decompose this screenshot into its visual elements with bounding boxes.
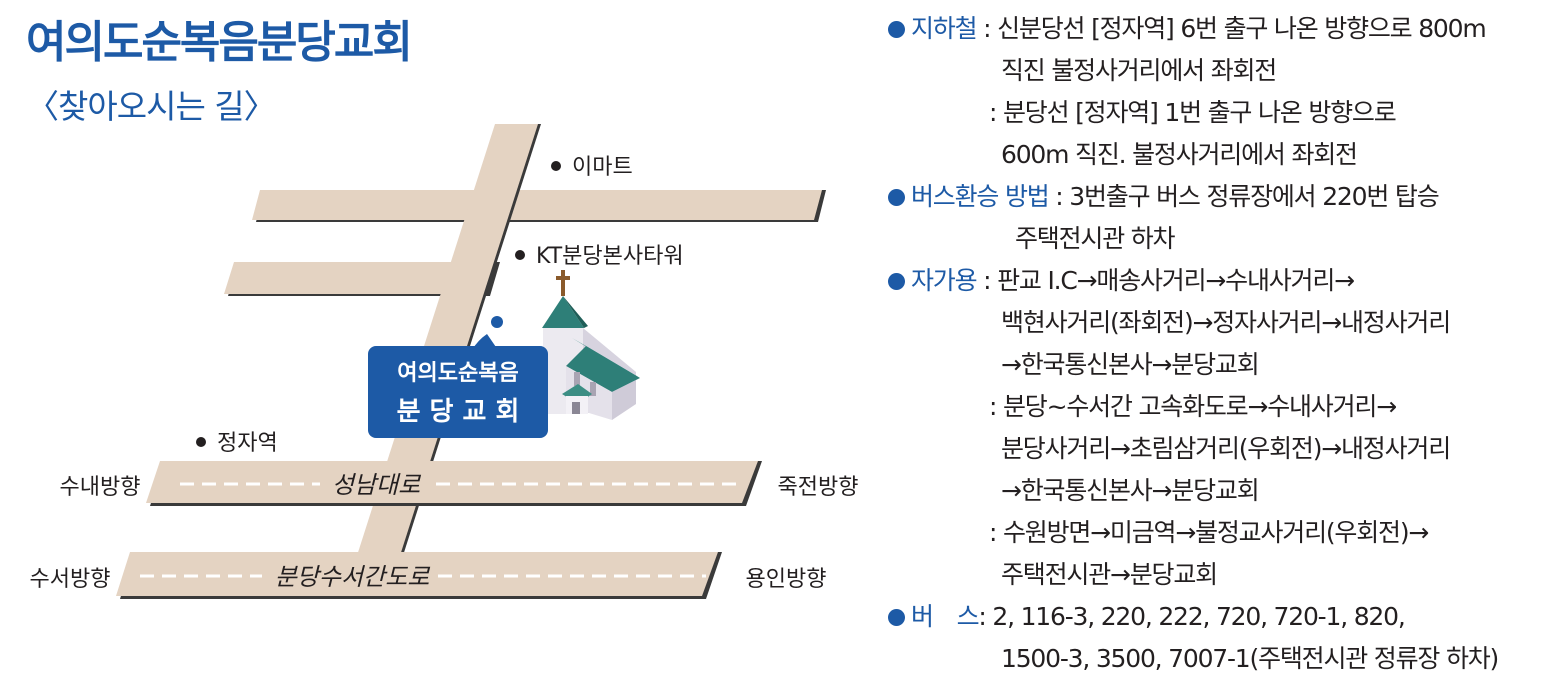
direction-line: 직진 불정사거리에서 좌회전 bbox=[888, 50, 1538, 92]
direction-line: 백현사거리(좌회전)→정자사거리→내정사거리 bbox=[888, 302, 1538, 344]
bullet-icon bbox=[888, 609, 905, 626]
direction-separator: : bbox=[978, 602, 993, 631]
emart-label: 이마트 bbox=[572, 155, 633, 180]
dir-sunae: 수내방향 bbox=[60, 475, 141, 500]
direction-line: 버스환승 방법 : 3번출구 버스 정류장에서 220번 탑승 bbox=[888, 176, 1538, 218]
direction-line: 1500-3, 3500, 7007-1(주택전시관 정류장 하차) bbox=[888, 638, 1538, 680]
direction-line: 지하철 : 신분당선 [정자역] 6번 출구 나온 방향으로 800m bbox=[888, 8, 1538, 50]
direction-line: 분당사거리→초림삼거리(우회전)→내정사거리 bbox=[888, 428, 1538, 470]
direction-line: 자가용 : 판교 I.C→매송사거리→수내사거리→ bbox=[888, 260, 1538, 302]
directions-panel: 지하철 : 신분당선 [정자역] 6번 출구 나온 방향으로 800m 직진 불정… bbox=[888, 8, 1538, 680]
bundang-suseo-road-label: 분당수서간도로 bbox=[275, 563, 430, 591]
direction-line: : 분당~수서간 고속화도로→수내사거리→ bbox=[888, 386, 1538, 428]
jeongja-marker bbox=[196, 437, 206, 447]
bullet-icon bbox=[888, 21, 905, 38]
direction-heading: 자가용 bbox=[911, 266, 978, 295]
jeongja-label: 정자역 bbox=[217, 431, 278, 456]
direction-text: 직진 불정사거리에서 좌회전 bbox=[1001, 56, 1277, 85]
direction-text: 주택전시관→분당교회 bbox=[1001, 560, 1218, 589]
direction-text: 2, 116-3, 220, 222, 720, 720-1, 820, bbox=[992, 602, 1405, 631]
direction-text: 백현사거리(좌회전)→정자사거리→내정사거리 bbox=[1001, 308, 1451, 337]
direction-line: →한국통신본사→분당교회 bbox=[888, 344, 1538, 386]
direction-text: 1500-3, 3500, 7007-1(주택전시관 정류장 하차) bbox=[1001, 644, 1499, 673]
direction-text: : 수원방면→미금역→불정교사거리(우회전)→ bbox=[989, 518, 1429, 547]
direction-separator: : bbox=[976, 14, 998, 43]
church-icon bbox=[542, 270, 640, 420]
seongnam-road bbox=[146, 461, 762, 506]
direction-line: : 수원방면→미금역→불정교사거리(우회전)→ bbox=[888, 512, 1538, 554]
bundang-suseo-road bbox=[116, 552, 722, 599]
church-label-line2: 분 당 교 회 bbox=[397, 397, 520, 427]
direction-separator: : bbox=[976, 266, 998, 295]
direction-text: 600m 직진. 불정사거리에서 좌회전 bbox=[1001, 140, 1358, 169]
direction-separator: : bbox=[1048, 182, 1070, 211]
direction-text: 분당사거리→초림삼거리(우회전)→내정사거리 bbox=[1001, 434, 1451, 463]
direction-text: 주택전시관 하차 bbox=[1015, 224, 1176, 253]
direction-text: →한국통신본사→분당교회 bbox=[1001, 476, 1260, 505]
upper-road-2 bbox=[224, 262, 500, 296]
direction-text: 판교 I.C→매송사거리→수내사거리→ bbox=[997, 266, 1355, 295]
direction-heading: 지하철 bbox=[911, 14, 978, 43]
church-label-balloon bbox=[368, 316, 548, 438]
emart-marker bbox=[551, 161, 561, 171]
direction-text: 3번출구 버스 정류장에서 220번 탑승 bbox=[1069, 182, 1439, 211]
direction-line: 600m 직진. 불정사거리에서 좌회전 bbox=[888, 134, 1538, 176]
direction-text: →한국통신본사→분당교회 bbox=[1001, 350, 1260, 379]
direction-heading: 버 스 bbox=[911, 602, 980, 631]
direction-text: : 분당~수서간 고속화도로→수내사거리→ bbox=[989, 392, 1397, 421]
direction-line: 주택전시관 하차 bbox=[888, 218, 1538, 260]
bullet-icon bbox=[888, 273, 905, 290]
location-map: 여의도순복음 분 당 교 회 이마트 KT분당본사타워 정자역 성남대로 분당수… bbox=[30, 124, 859, 599]
direction-line: : 분당선 [정자역] 1번 출구 나온 방향으로 bbox=[888, 92, 1538, 134]
direction-line: →한국통신본사→분당교회 bbox=[888, 470, 1538, 512]
direction-text: 신분당선 [정자역] 6번 출구 나온 방향으로 800m bbox=[997, 14, 1487, 43]
page-title: 여의도순복음분당교회 bbox=[26, 17, 413, 68]
kt-marker bbox=[515, 250, 525, 260]
page-subtitle: 〈찾아오시는 길〉 bbox=[26, 87, 277, 126]
dir-yongin: 용인방향 bbox=[746, 567, 827, 592]
direction-line: 주택전시관→분당교회 bbox=[888, 554, 1538, 596]
seongnam-road-label: 성남대로 bbox=[332, 471, 421, 499]
direction-line: 버 스: 2, 116-3, 220, 222, 720, 720-1, 820… bbox=[888, 596, 1538, 638]
church-label-line1: 여의도순복음 bbox=[397, 361, 518, 386]
bullet-icon bbox=[888, 189, 905, 206]
dir-suseo: 수서방향 bbox=[30, 567, 111, 592]
dir-jukjeon: 죽전방향 bbox=[778, 475, 859, 500]
upper-road-1 bbox=[252, 190, 826, 222]
direction-heading: 버스환승 방법 bbox=[911, 182, 1050, 211]
kt-label: KT분당본사타워 bbox=[536, 244, 684, 269]
direction-text: : 분당선 [정자역] 1번 출구 나온 방향으로 bbox=[989, 98, 1397, 127]
